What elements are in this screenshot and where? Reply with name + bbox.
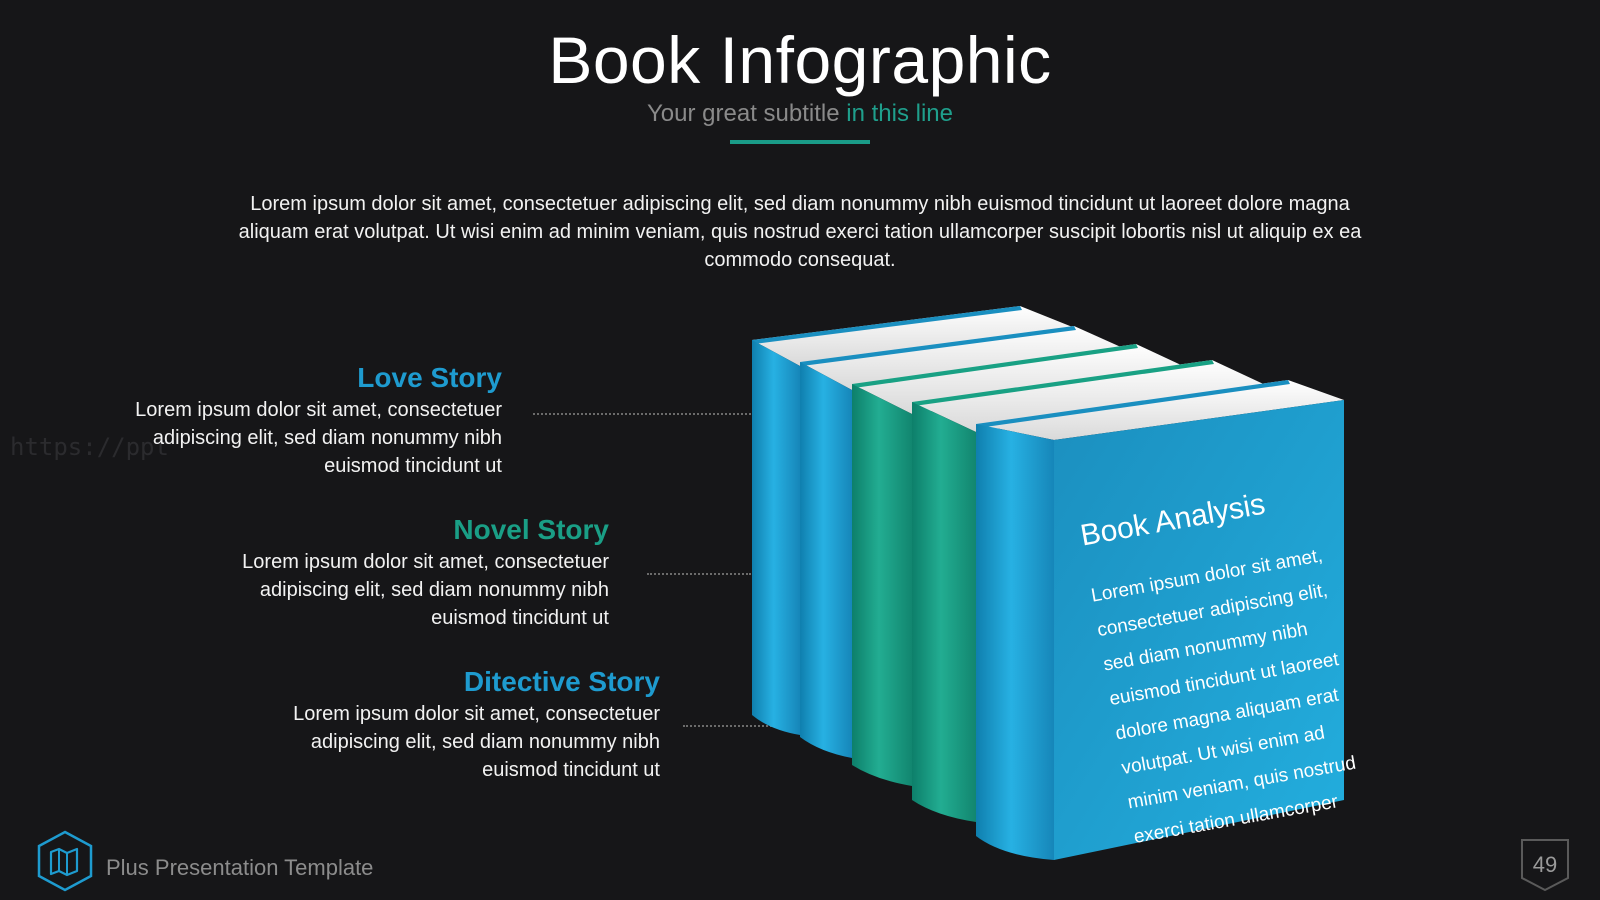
page-number: 49 <box>1532 852 1558 877</box>
item-line: adipiscing elit, sed diam nonummy nibh <box>310 731 660 753</box>
item-title: Love Story <box>357 362 502 393</box>
book-cover <box>1054 400 1344 860</box>
item-line: Lorem ipsum dolor sit amet, consectetuer <box>293 703 660 725</box>
book-4 <box>912 360 1272 822</box>
connector-line <box>683 725 795 727</box>
slide-subtitle: Your great subtitle in this line <box>0 100 1600 128</box>
page-badge-shape <box>1521 839 1569 892</box>
intro-paragraph: Lorem ipsum dolor sit amet, consectetuer… <box>180 190 1420 274</box>
map-icon <box>37 830 93 892</box>
item-ditective-story: Ditective Story Lorem ipsum dolor sit am… <box>293 664 660 784</box>
item-title: Ditective Story <box>463 666 660 697</box>
page-number-badge: 49 <box>1520 838 1570 897</box>
footer-template-name: Plus Presentation Template <box>106 855 374 880</box>
item-line: euismod tincidunt ut <box>431 607 609 629</box>
subtitle-accent: in this line <box>846 100 953 127</box>
intro-line: commodo consequat. <box>704 249 896 271</box>
connector-line <box>533 413 751 415</box>
item-line: adipiscing elit, sed diam nonummy nibh <box>152 427 502 449</box>
item-title: Novel Story <box>453 514 609 545</box>
book-2 <box>800 326 1132 758</box>
watermark-text: https://ppt <box>10 433 169 461</box>
title-underline <box>730 140 870 144</box>
book-5 <box>976 380 1344 860</box>
item-novel-story: Novel Story Lorem ipsum dolor sit amet, … <box>242 512 609 632</box>
subtitle-plain: Your great subtitle <box>647 100 840 127</box>
item-line: Lorem ipsum dolor sit amet, consectetuer <box>242 551 609 573</box>
slide-title: Book Infographic <box>548 23 1052 97</box>
intro-line: Lorem ipsum dolor sit amet, consectetuer… <box>250 193 1350 215</box>
item-love-story: Love Story Lorem ipsum dolor sit amet, c… <box>135 360 502 480</box>
item-line: Lorem ipsum dolor sit amet, consectetuer <box>135 399 502 421</box>
item-line: euismod tincidunt ut <box>324 455 502 477</box>
book-1 <box>752 306 1080 735</box>
item-line: adipiscing elit, sed diam nonummy nibh <box>259 579 609 601</box>
connector-line <box>647 573 751 575</box>
intro-line: aliquam erat volutpat. Ut wisi enim ad m… <box>238 221 1362 243</box>
item-line: euismod tincidunt ut <box>482 759 660 781</box>
book-cover-body: Lorem ipsum dolor sit amet, consectetuer… <box>1088 532 1403 855</box>
book-3 <box>852 344 1196 786</box>
